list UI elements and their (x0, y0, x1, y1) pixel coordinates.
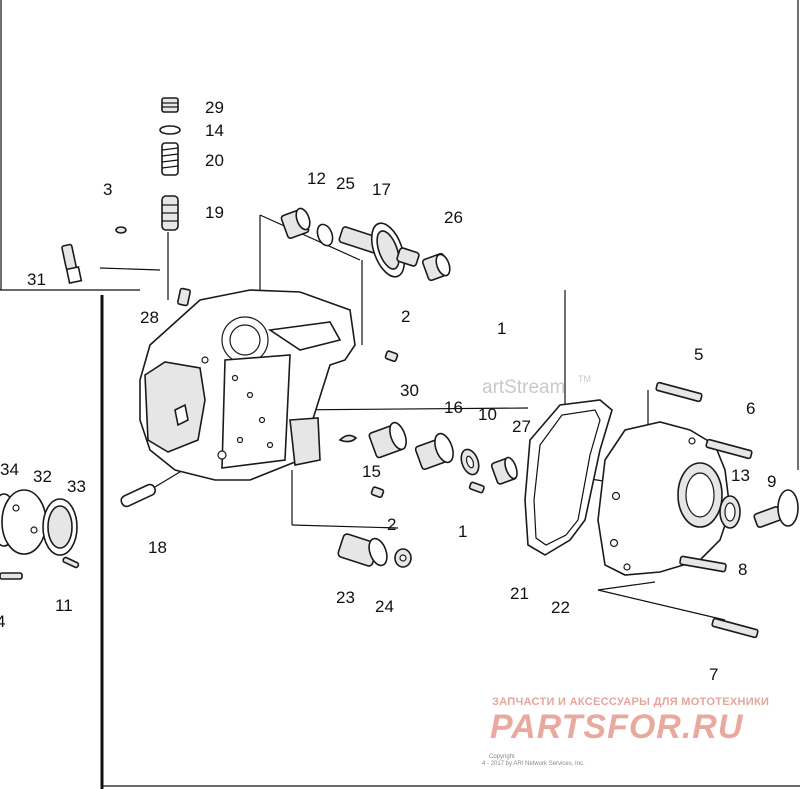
callout-32: 32 (33, 467, 52, 486)
callout-6: 6 (746, 399, 755, 418)
callout-1-lower: 1 (458, 522, 467, 541)
part-9-shaft-end (753, 489, 799, 528)
callout-23: 23 (336, 588, 355, 607)
callout-13: 13 (731, 466, 750, 485)
part-7-bolt (711, 617, 759, 639)
transmission-case (139, 289, 356, 481)
callout-27: 27 (512, 417, 531, 436)
left-cover-assembly (0, 489, 80, 580)
callout-28: 28 (140, 308, 159, 327)
callout-4: 4 (0, 612, 5, 631)
callout-15: 15 (362, 462, 381, 481)
callout-14: 14 (205, 121, 224, 140)
callout-20: 20 (205, 151, 224, 170)
part-31-sender (61, 243, 83, 285)
part-1-pin (468, 481, 485, 494)
part-20-spring (161, 142, 179, 176)
part-3-plug (115, 226, 127, 234)
callout-25: 25 (336, 174, 355, 193)
callout-24: 24 (375, 597, 394, 616)
callout-29: 29 (205, 98, 224, 117)
artstream-watermark: artStream (482, 377, 566, 398)
part-2-dowel-lower (370, 486, 385, 499)
callout-12: 12 (307, 169, 326, 188)
trademark-mark: TM (578, 374, 591, 384)
callout-26: 26 (444, 208, 463, 227)
callout-10: 10 (478, 405, 497, 424)
part-13-seal (719, 495, 741, 529)
part-2-dowel-upper (384, 350, 399, 363)
part-10-nut (460, 448, 480, 476)
part-25-washer (316, 223, 334, 247)
part-15-key (338, 434, 358, 443)
callout-16: 16 (444, 398, 463, 417)
callout-30: 30 (400, 381, 419, 400)
callout-18: 18 (148, 538, 167, 557)
callout-2-upper: 2 (401, 307, 410, 326)
part-16-gear (414, 432, 454, 471)
copyright-label: Copyright (489, 754, 515, 760)
brand-tagline: ЗАПЧАСТИ И АКСЕССУАРЫ ДЛЯ МОТОТЕХНИКИ (492, 696, 770, 708)
brand-logo: PARTSFOR.RU (490, 708, 744, 746)
callout-17: 17 (372, 180, 391, 199)
part-28-fitting (177, 287, 191, 307)
part-14-o-ring (159, 125, 181, 135)
part-18-pin (120, 483, 157, 508)
part-22-cover (597, 421, 731, 576)
callout-2-lower: 2 (387, 515, 396, 534)
callout-3: 3 (103, 180, 112, 199)
part-6-bolt (705, 438, 753, 460)
callout-1-upper: 1 (497, 319, 506, 338)
copyright-line: 4 - 2017 by ARI Network Services, Inc. (482, 761, 585, 767)
part-30-gear (368, 421, 407, 459)
callout-21: 21 (510, 584, 529, 603)
callout-31: 31 (27, 270, 46, 289)
part-21-gasket (524, 399, 613, 556)
callout-33: 33 (67, 477, 86, 496)
callout-19: 19 (205, 203, 224, 222)
part-23-shaft (337, 533, 388, 567)
callout-9: 9 (767, 472, 776, 491)
callout-22: 22 (551, 598, 570, 617)
part-19-screen (161, 195, 179, 231)
part-24-washer (394, 548, 412, 568)
callout-8: 8 (738, 560, 747, 579)
part-29-plug (161, 97, 179, 113)
callout-7: 7 (709, 665, 718, 684)
part-27-bearing (490, 456, 518, 485)
part-26-bearing (421, 252, 451, 282)
callout-5: 5 (694, 345, 703, 364)
part-12-bearing (280, 207, 311, 239)
part-8-bolt (679, 555, 727, 573)
callout-labels: 29 14 20 19 3 12 25 17 26 31 28 2 1 5 6 … (0, 98, 776, 684)
part-17-gear-shaft (338, 222, 420, 278)
callout-34: 34 (0, 460, 19, 479)
callout-11: 11 (55, 596, 73, 615)
part-5-bolt (655, 381, 703, 403)
